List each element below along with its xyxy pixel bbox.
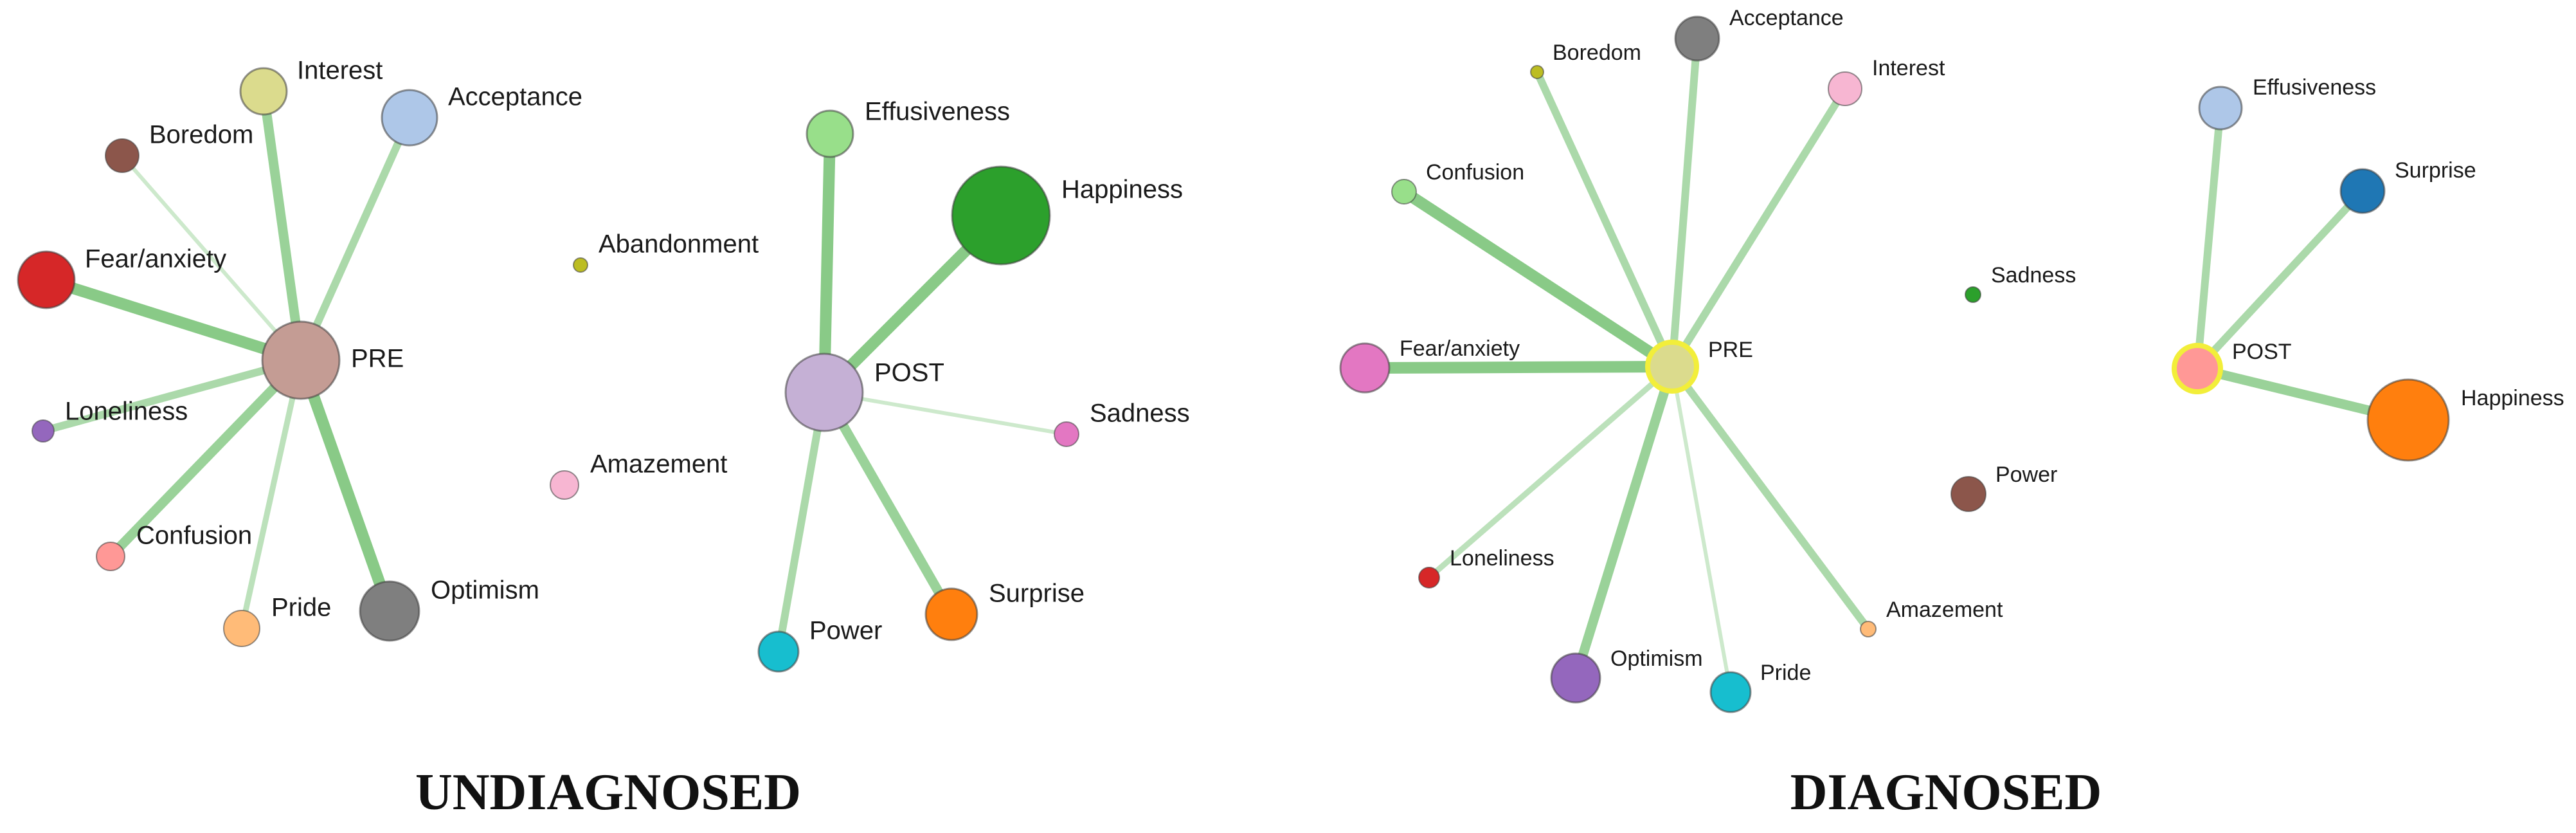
edge-diagnosed-post-surprise [2193, 187, 2366, 372]
node-undiagnosed-pre [261, 320, 341, 400]
edge-diagnosed-pre-pride [1670, 365, 1733, 694]
edge-diagnosed-pre-interest [1668, 85, 1849, 371]
node-undiagnosed-fear [17, 250, 76, 309]
node-diagnosed-confusion [1391, 179, 1417, 205]
edge-diagnosed-pre-confusion [1398, 186, 1678, 372]
nodes-diagnosed: PRE POST Boredom AcceptanceInterestConfusio… [1339, 6, 2564, 713]
node-undiagnosed-acceptance [381, 89, 438, 147]
node-undiagnosed-post [784, 352, 864, 432]
node-undiagnosed-boredom [105, 138, 140, 173]
edge-undiagnosed-pre-fear [41, 274, 307, 366]
panel-title-diagnosed: DIAGNOSED [1790, 764, 2102, 821]
node-label-diagnosed-interest: Interest [1872, 56, 1945, 80]
node-diagnosed-surprise [2339, 168, 2386, 214]
edge-undiagnosed-post-surprise [819, 387, 957, 619]
node-undiagnosed-happiness [951, 165, 1051, 266]
edge-undiagnosed-post-sadness [822, 390, 1068, 436]
node-label-undiagnosed-fear: Fear/anxiety [85, 245, 226, 273]
node-diagnosed-interest [1828, 71, 1862, 106]
panel-undiagnosed: PRE POST InterestAcceptanceBoredomFear/anx… [17, 57, 1190, 821]
node-label-undiagnosed-acceptance: Acceptance [448, 83, 582, 111]
edge-diagnosed-pre-boredom [1533, 68, 1676, 371]
edge-undiagnosed-pre-interest [258, 86, 306, 365]
node-label-undiagnosed-post: POST [874, 359, 944, 387]
node-label-undiagnosed-confusion: Confusion [136, 522, 252, 550]
node-diagnosed-pride [1709, 671, 1752, 713]
node-label-undiagnosed-sadness: Sadness [1090, 399, 1190, 428]
edge-undiagnosed-pre-confusion [105, 355, 306, 562]
node-label-diagnosed-pride: Pride [1760, 661, 1811, 685]
node-label-diagnosed-happiness: Happiness [2461, 386, 2564, 410]
node-label-diagnosed-confusion: Confusion [1426, 160, 1524, 185]
edge-diagnosed-pre-loneliness [1426, 363, 1675, 581]
node-label-diagnosed-power: Power [1995, 462, 2057, 487]
edges-diagnosed [1359, 35, 2413, 694]
node-diagnosed-acceptance [1674, 15, 1720, 62]
panel-title-undiagnosed: UNDIAGNOSED [415, 764, 801, 821]
node-diagnosed-boredom [1530, 65, 1544, 79]
node-label-diagnosed-boredom: Boredom [1553, 41, 1641, 65]
node-label-diagnosed-effusiveness: Effusiveness [2253, 75, 2376, 100]
edge-diagnosed-pre-acceptance [1668, 35, 1701, 371]
node-undiagnosed-surprise [924, 587, 978, 641]
node-label-diagnosed-sadness: Sadness [1991, 263, 2076, 288]
edge-undiagnosed-pre-pride [239, 357, 304, 632]
node-diagnosed-fear [1339, 342, 1391, 394]
node-undiagnosed-interest [239, 67, 288, 116]
node-label-undiagnosed-happiness: Happiness [1061, 176, 1183, 204]
node-diagnosed-sadness [1965, 286, 1981, 303]
node-label-undiagnosed-power: Power [809, 617, 882, 645]
edge-undiagnosed-pre-boredom [120, 154, 303, 362]
edge-diagnosed-pre-fear [1359, 361, 1678, 374]
node-diagnosed-power [1950, 476, 1986, 512]
edge-undiagnosed-post-power [775, 389, 828, 655]
node-diagnosed-loneliness [1418, 567, 1440, 589]
node-undiagnosed-pride [223, 610, 260, 647]
edge-diagnosed-pre-optimism [1571, 362, 1677, 683]
node-undiagnosed-abandonment [573, 257, 588, 273]
edge-diagnosed-post-effusiveness [2193, 104, 2224, 372]
node-label-diagnosed-loneliness: Loneliness [1450, 546, 1554, 571]
node-label-diagnosed-post: POST [2232, 340, 2292, 364]
node-label-diagnosed-acceptance: Acceptance [1729, 6, 1844, 30]
node-label-diagnosed-pre: PRE [1708, 338, 1753, 362]
node-label-undiagnosed-effusiveness: Effusiveness [865, 98, 1010, 126]
node-diagnosed-pre [1645, 340, 1699, 394]
node-diagnosed-effusiveness [2198, 86, 2243, 131]
node-label-diagnosed-optimism: Optimism [1610, 646, 1703, 671]
node-label-undiagnosed-optimism: Optimism [431, 576, 539, 605]
node-label-undiagnosed-interest: Interest [297, 57, 383, 85]
node-undiagnosed-power [757, 630, 800, 673]
node-diagnosed-post [2172, 343, 2223, 394]
node-undiagnosed-confusion [96, 542, 125, 571]
node-label-undiagnosed-abandonment: Abandonment [599, 230, 759, 259]
node-label-undiagnosed-pre: PRE [351, 345, 404, 373]
node-undiagnosed-loneliness [32, 419, 55, 443]
node-label-undiagnosed-pride: Pride [271, 594, 331, 622]
edge-diagnosed-pre-amazement [1668, 363, 1872, 633]
node-label-diagnosed-fear: Fear/anxiety [1400, 336, 1520, 361]
node-label-undiagnosed-amazement: Amazement [590, 450, 727, 479]
panel-diagnosed: PRE POST Boredom AcceptanceInterestConfusio… [1339, 6, 2564, 821]
node-label-diagnosed-amazement: Amazement [1886, 598, 2003, 622]
node-label-undiagnosed-loneliness: Loneliness [65, 398, 188, 426]
nodes-undiagnosed: PRE POST InterestAcceptanceBoredomFear/anx… [17, 57, 1190, 673]
edge-undiagnosed-pre-acceptance [297, 114, 413, 364]
edge-undiagnosed-pre-loneliness [39, 356, 305, 435]
node-label-undiagnosed-boredom: Boredom [149, 121, 253, 149]
node-undiagnosed-optimism [359, 580, 420, 642]
node-label-diagnosed-surprise: Surprise [2395, 158, 2476, 183]
node-undiagnosed-effusiveness [806, 109, 854, 158]
node-diagnosed-amazement [1860, 621, 1877, 637]
node-label-undiagnosed-surprise: Surprise [989, 580, 1085, 608]
node-undiagnosed-amazement [550, 470, 579, 500]
edge-undiagnosed-pre-optimism [295, 354, 395, 617]
node-diagnosed-happiness [2366, 378, 2450, 462]
edge-undiagnosed-post-effusiveness [818, 128, 836, 398]
node-undiagnosed-sadness [1054, 421, 1079, 447]
node-diagnosed-optimism [1550, 652, 1601, 704]
